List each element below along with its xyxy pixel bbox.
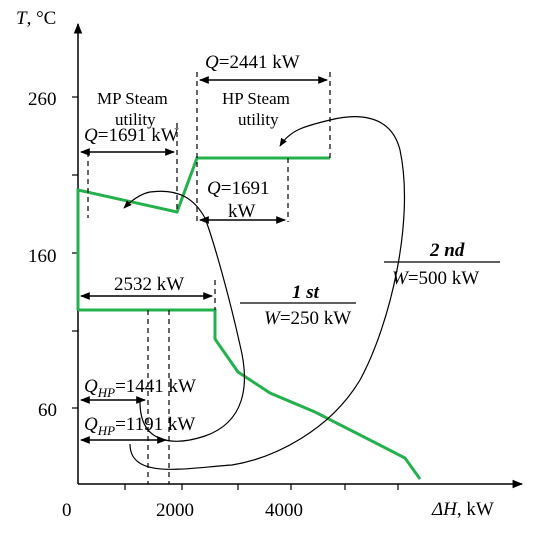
hp-steam-utility-label: utility (238, 110, 279, 129)
dimension-arrows (80, 76, 328, 444)
q-shift-label: Q=1691 (207, 178, 269, 199)
grand-composite-curve (76, 156, 330, 310)
x-tick-label-0: 0 (62, 500, 72, 521)
x-tick-label-4000: 4000 (265, 500, 303, 521)
y-axis-label: T, °C (16, 8, 56, 29)
q-hp-steam-label: Q=2441 kW (205, 52, 300, 73)
mp-steam-label: MP Steam (97, 89, 168, 108)
q-hp-1191-label: QHP=1191 kW (84, 414, 195, 438)
y-tick-marks (72, 96, 78, 409)
x-tick-marks (124, 484, 399, 490)
grand-composite-curve-lower (78, 308, 422, 480)
hp-steam-label: HP Steam (222, 89, 290, 108)
second-work-label: W=500 kW (392, 268, 479, 289)
q-hp-1441-label: QHP=1441 kW (84, 376, 196, 400)
y-tick-label-260: 260 (28, 89, 57, 110)
x-axis-label: ΔH, kW (431, 499, 494, 520)
second-title: 2 nd (429, 240, 465, 261)
q-shift-unit-label: kW (228, 201, 256, 222)
first-work-label: W=250 kW (264, 308, 351, 329)
first-loop-curve (123, 190, 246, 442)
first-title: 1 st (292, 282, 320, 303)
dashed-guides (87, 72, 331, 484)
y-tick-label-60: 60 (38, 400, 57, 421)
y-tick-label-160: 160 (28, 246, 57, 267)
enthalpy-2532-label: 2532 kW (114, 274, 184, 295)
mp-steam-utility-label: utility (115, 110, 156, 129)
second-loop-curve (129, 116, 406, 470)
x-tick-label-2000: 2000 (156, 500, 194, 521)
q-mp-steam-label: Q=1691 kW (84, 125, 179, 146)
